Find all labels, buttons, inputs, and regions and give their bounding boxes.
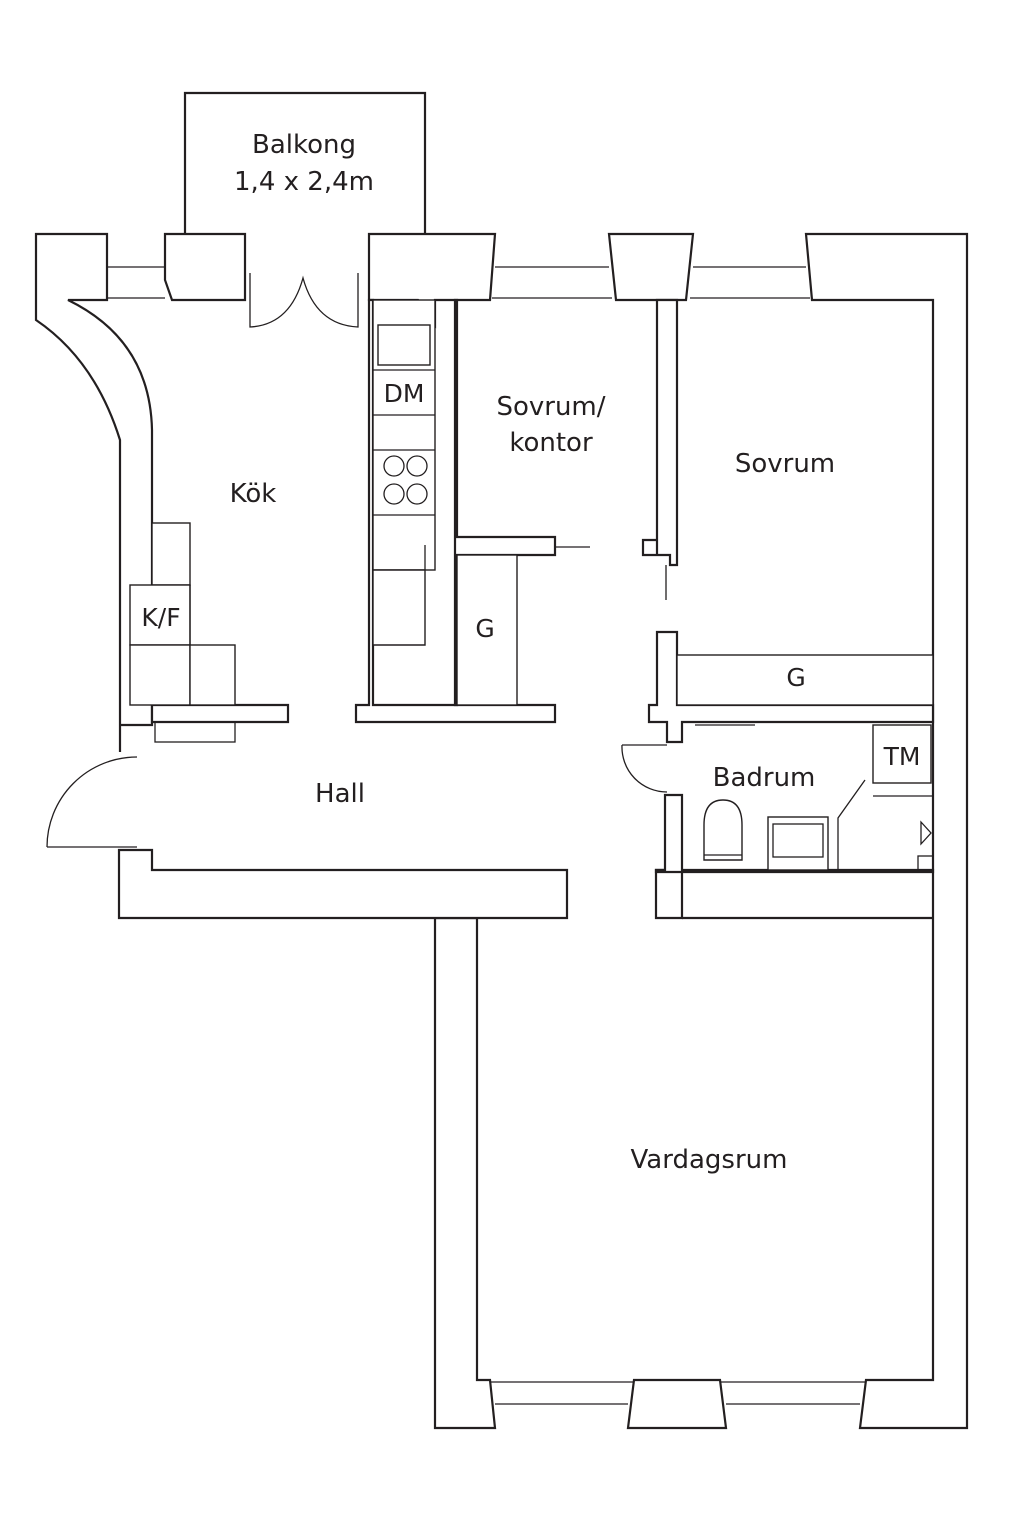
washbasin-inner [772, 823, 824, 858]
kitchen-fixtures: DM K/F [129, 299, 436, 706]
sink [377, 324, 431, 366]
office-label-line2: kontor [509, 428, 593, 458]
lower-cabinets [372, 569, 426, 646]
washing-machine [872, 724, 932, 784]
hall-label: Hall [315, 779, 365, 809]
bedroom-closet-label: G [786, 663, 805, 692]
washbasin [767, 816, 829, 871]
shower-curtain [837, 779, 866, 870]
office-closet [456, 554, 518, 706]
office-bedroom-wall [641, 298, 679, 567]
kitchen-label: Kök [230, 479, 277, 509]
fridge-freezer [129, 584, 191, 646]
dishwasher-label: DM [384, 379, 425, 408]
closets: G G [456, 554, 934, 706]
kitchen-pier [163, 232, 247, 302]
hall-bottom-wall [117, 848, 569, 920]
top-pier-1 [607, 232, 695, 302]
bathroom-label: Badrum [713, 763, 816, 793]
cabinet-lower-left [129, 644, 191, 706]
interior-walls [150, 298, 935, 874]
entrance-door[interactable] [46, 756, 138, 848]
balcony-outline [183, 91, 427, 234]
doors [46, 273, 668, 848]
balcony-door[interactable] [249, 273, 359, 328]
stove-burner [406, 455, 428, 477]
bathroom-door[interactable] [621, 744, 668, 793]
fridge-freezer-label: K/F [141, 603, 180, 632]
bedroom-closet [676, 654, 934, 706]
stove-burner [383, 483, 405, 505]
balcony [183, 91, 427, 234]
living-left-wall [433, 916, 497, 1430]
hall-shelf [154, 721, 236, 743]
living-bottom-pier [626, 1378, 728, 1430]
stove-burner [406, 483, 428, 505]
upper-cabinet [151, 522, 191, 586]
office-label-line1: Sovrum/ [496, 392, 605, 422]
office-closet-label: G [475, 614, 494, 643]
drain-icon [920, 820, 932, 846]
toilet [703, 799, 743, 861]
washing-machine-label: TM [883, 742, 921, 771]
room-labels: Balkong 1,4 x 2,4m Kök Sovrum/ kontor So… [230, 130, 836, 1175]
living-top-wall [654, 868, 684, 920]
outer-walls [34, 232, 969, 1430]
top-pier-2 [804, 232, 969, 1430]
bedroom-label: Sovrum [735, 449, 835, 479]
cabinet-lower-right [189, 644, 236, 706]
floor-drain [917, 855, 934, 871]
living-room-label: Vardagsrum [631, 1145, 788, 1175]
kitchen-bottom-wall [150, 703, 290, 724]
office-left-wall [453, 298, 557, 707]
balcony-name: Balkong [252, 130, 356, 160]
bathroom-wall [654, 793, 935, 874]
bathroom-fixtures: TM [695, 724, 934, 871]
balcony-size: 1,4 x 2,4m [234, 167, 374, 197]
stove-burner [383, 455, 405, 477]
